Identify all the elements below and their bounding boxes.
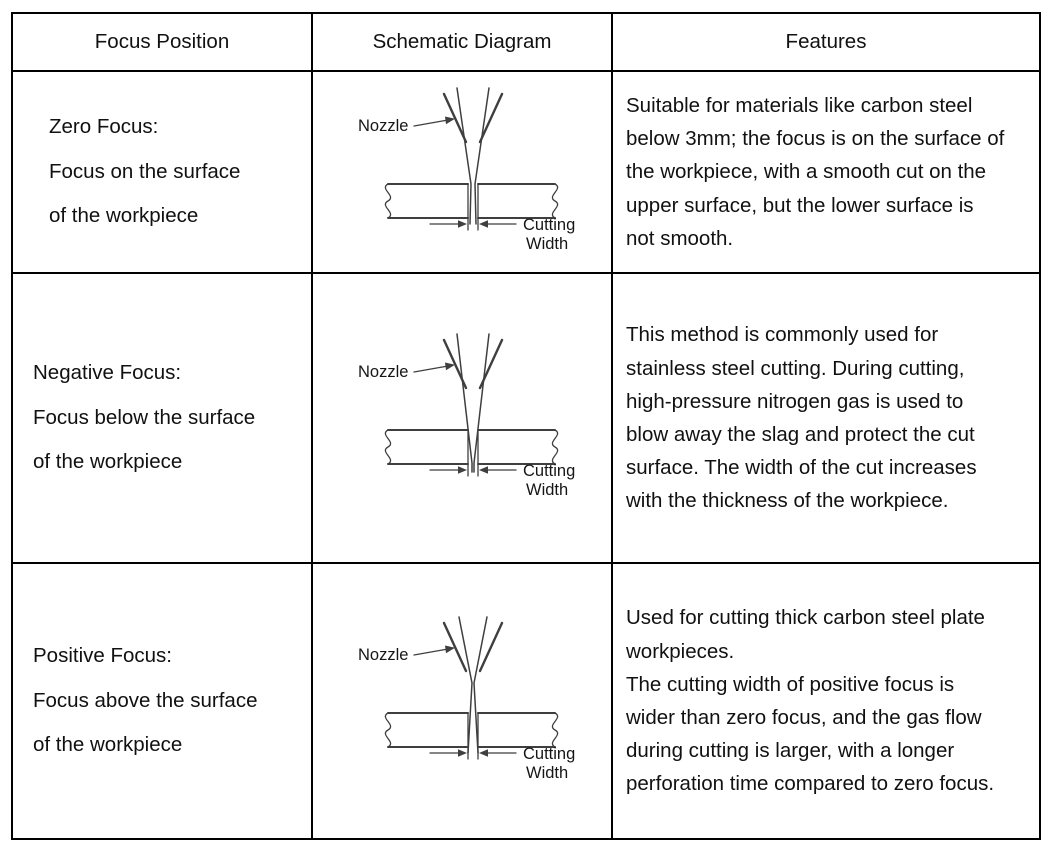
focus-description: Focus above the surface of the workpiece — [33, 688, 258, 757]
laser-beam — [455, 333, 490, 473]
focus-position-table: Focus Position Schematic Diagram Feature… — [11, 12, 1041, 840]
laser-beam — [457, 616, 488, 754]
cutting-width-label-line1: Cutting — [523, 462, 575, 480]
features-cell: Used for cutting thick carbon steel plat… — [611, 562, 1041, 840]
nozzle-label: Nozzle — [358, 117, 408, 135]
kerf — [466, 712, 479, 760]
table-row-zero-focus: Zero Focus: Focus on the surface of the … — [11, 70, 1041, 274]
kerf — [466, 183, 479, 231]
cutting-width-label-line1: Cutting — [523, 216, 575, 234]
nozzle-pointer — [412, 116, 455, 127]
header-schematic-diagram: Schematic Diagram — [311, 12, 613, 72]
cutting-width-label-line2: Width — [526, 764, 568, 782]
laser-beam — [455, 87, 490, 225]
table-row-negative-focus: Negative Focus: Focus below the surface … — [11, 272, 1041, 564]
cutting-width-arrow-right — [478, 220, 517, 228]
nozzle-label: Nozzle — [358, 363, 408, 381]
workpiece — [384, 183, 558, 219]
focus-title: Positive Focus: — [33, 643, 172, 667]
cutting-width-label-line2: Width — [526, 235, 568, 253]
kerf — [466, 429, 479, 477]
nozzle-cone — [442, 338, 503, 390]
header-focus-position: Focus Position — [11, 12, 313, 72]
positive-focus-diagram: Nozzle Cutting Width — [358, 616, 575, 782]
nozzle-pointer — [412, 645, 455, 656]
zero-focus-diagram: Nozzle Cutting Width — [358, 87, 575, 253]
cutting-width-label-line1: Cutting — [523, 745, 575, 763]
cutting-width-arrow-right — [478, 466, 517, 474]
nozzle-pointer — [412, 362, 455, 373]
nozzle-cone — [442, 621, 503, 673]
features-cell: This method is commonly used for stainle… — [611, 272, 1041, 564]
focus-title: Zero Focus: — [49, 114, 159, 138]
features-cell: Suitable for materials like carbon steel… — [611, 70, 1041, 274]
nozzle-label: Nozzle — [358, 646, 408, 664]
nozzle-cone — [442, 92, 503, 144]
focus-position-cell: Positive Focus: Focus above the surface … — [11, 562, 313, 840]
focus-title: Negative Focus: — [33, 360, 182, 384]
focus-position-cell: Negative Focus: Focus below the surface … — [11, 272, 313, 564]
focus-position-cell: Zero Focus: Focus on the surface of the … — [11, 70, 313, 274]
cutting-width-arrow-left — [428, 749, 467, 757]
workpiece — [384, 712, 558, 748]
schematic-cell: Nozzle Cutting Width — [311, 562, 613, 840]
cutting-width-arrow-right — [478, 749, 517, 757]
cutting-width-arrow-left — [428, 220, 467, 228]
table-row-positive-focus: Positive Focus: Focus above the surface … — [11, 562, 1041, 840]
focus-description: Focus below the surface of the workpiece — [33, 405, 256, 474]
cutting-width-arrow-left — [428, 466, 467, 474]
workpiece — [384, 429, 558, 465]
focus-description: Focus on the surface of the workpiece — [49, 159, 241, 228]
cutting-width-label-line2: Width — [526, 481, 568, 499]
header-row: Focus Position Schematic Diagram Feature… — [11, 12, 1041, 72]
header-features: Features — [611, 12, 1041, 72]
schematic-cell: Nozzle Cutting Width — [311, 70, 613, 274]
negative-focus-diagram: Nozzle Cutting Width — [358, 333, 575, 499]
schematic-cell: Nozzle Cutting Width — [311, 272, 613, 564]
